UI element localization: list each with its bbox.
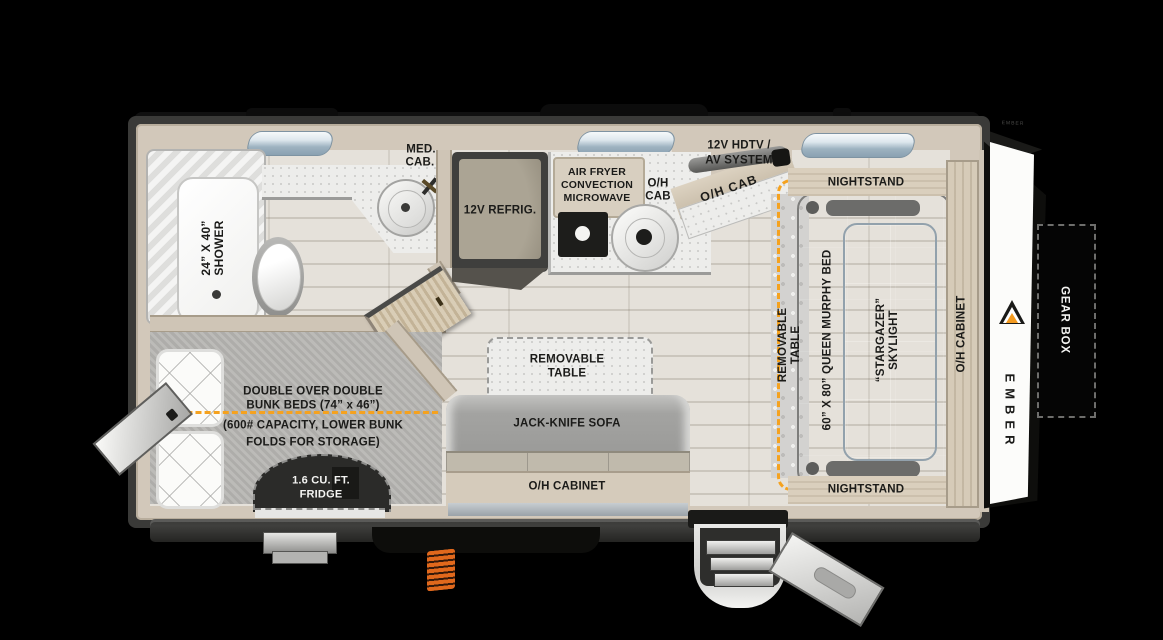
entry-door-window [811, 564, 859, 602]
med-cab-label-1: MED. [406, 143, 436, 156]
removable-table-label-1: REMOVABLE [529, 353, 605, 366]
bed-knob-bottom-icon [806, 462, 819, 475]
sofa-label: JACK-KNIFE SOFA [513, 417, 621, 430]
shower-drain-icon [212, 290, 221, 299]
microwave-label-2: CONVECTION [560, 179, 634, 191]
refrigerator-label: 12V REFRIG. [463, 204, 537, 217]
refrigerator [459, 159, 541, 259]
nightstand-top [788, 168, 946, 196]
hdtv-label-1: 12V HDTV / [707, 139, 771, 152]
mini-fridge-label-1: 1.6 CU. FT. [292, 474, 350, 487]
stargazer-skylight [843, 223, 937, 461]
skylight-label: “STARGAZER”SKYLIGHT [875, 297, 900, 383]
bunk-label-3: (600# CAPACITY, LOWER BUNK [222, 419, 404, 432]
bunk-label-4: FOLDS FOR STORAGE) [246, 436, 380, 449]
hdtv-label-2: AV SYSTEM [705, 154, 773, 167]
removable-table [487, 337, 653, 404]
shower-label: 24” X 40”SHOWER [199, 220, 226, 276]
bunk-pillow-bottom [156, 431, 224, 509]
oh-cab-label-2: CAB [645, 190, 671, 203]
entry-step-mount [688, 510, 788, 528]
gear-box [1037, 224, 1096, 418]
bunk-label-2: BUNK BEDS (74” x 46”) [246, 399, 380, 412]
baggage-door-latch-icon [165, 408, 179, 422]
toilet-lid [257, 243, 301, 311]
mini-fridge-label-2: FRIDGE [299, 488, 343, 501]
tv-mount [770, 147, 792, 168]
microwave-label-1: AIR FRYER [568, 166, 626, 178]
sofa-oh-cabinet-label: O/H CABINET [528, 480, 606, 493]
oh-cab-label-1: O/H [647, 177, 669, 190]
bed-pillow-bottom [826, 461, 920, 477]
bedroom-oh-cabinet-label: O/H CABINET [955, 295, 968, 373]
door-latch-icon [435, 296, 444, 307]
bedroom-window [798, 133, 918, 158]
cooktop-knob-icon [575, 226, 590, 241]
bed-pillow-top [826, 200, 920, 216]
sofa-overhead-cabinet [446, 471, 690, 506]
bathroom-wall-right [436, 150, 452, 268]
gear-box-label: GEAR BOX [1058, 286, 1071, 354]
bed-knob-top-icon [806, 201, 819, 214]
roof-brand-label: EMBER [1001, 120, 1025, 127]
roof-vent-left [246, 108, 338, 118]
nightstand-bottom [788, 476, 946, 504]
bunk-label-1: DOUBLE OVER DOUBLE [243, 385, 383, 398]
roof-vent-right [833, 108, 851, 118]
nightstand-top-label: NIGHTSTAND [827, 176, 905, 189]
med-cab-label-2: CAB. [405, 156, 435, 169]
refrigerator-shadow [452, 268, 548, 290]
bunk-dashed-line [150, 411, 438, 414]
entry-door-open [768, 532, 885, 628]
entry-threshold [448, 503, 688, 516]
holding-tank [372, 527, 600, 553]
awning-roller [427, 548, 455, 592]
entry-step-2 [710, 557, 774, 571]
stabilizer-jack-foot [272, 551, 328, 564]
kitchen-sink-drain-icon [636, 229, 652, 245]
mini-fridge-base [255, 508, 385, 518]
ember-wordmark: EMBER [1002, 373, 1018, 451]
murphy-bed [797, 193, 951, 487]
ember-logo-icon [999, 300, 1025, 326]
sink-drain-icon [401, 203, 410, 212]
microwave-label-3: MICROWAVE [563, 192, 631, 204]
murphy-bed-label: 60” X 80” QUEEN MURPHY BED [821, 249, 834, 431]
nightstand-bottom-label: NIGHTSTAND [827, 483, 905, 496]
jack-knife-sofa [446, 395, 690, 457]
removable-table-label-2: TABLE [547, 367, 587, 380]
entry-step-3 [714, 573, 774, 587]
bedroom-overhead-cabinet [946, 160, 979, 508]
ember-logo-orange-triangle [1006, 313, 1018, 323]
mini-fridge-notch [332, 467, 359, 499]
entry-step-1 [706, 540, 776, 555]
